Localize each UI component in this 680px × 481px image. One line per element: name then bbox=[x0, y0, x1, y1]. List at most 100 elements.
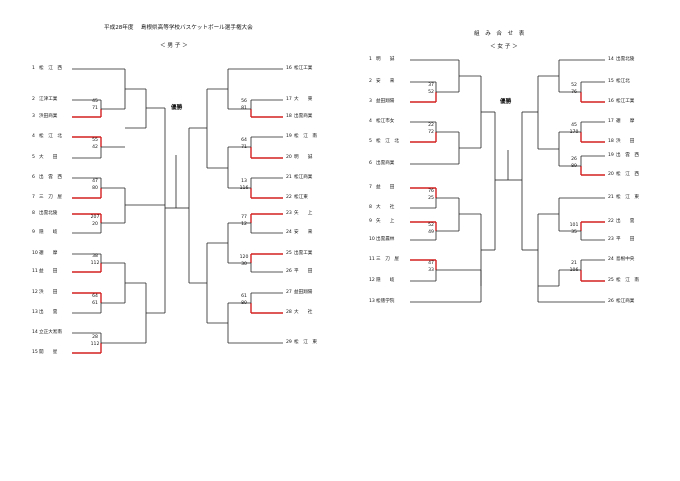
team-name: 三 刀 屋 bbox=[39, 195, 62, 200]
team-number: 13 bbox=[369, 299, 375, 304]
team-number: 25 bbox=[286, 251, 292, 256]
score: 71 bbox=[241, 145, 247, 150]
team-name: 松 江 北 bbox=[39, 134, 62, 139]
score: 49 bbox=[428, 230, 434, 235]
team-number: 23 bbox=[608, 237, 614, 242]
score: 13 bbox=[241, 179, 247, 184]
team-name: 江津工業 bbox=[39, 97, 58, 102]
team-number: 4 bbox=[369, 119, 372, 124]
score: 20 bbox=[92, 222, 98, 227]
score: 28 bbox=[92, 335, 98, 340]
score: 47 bbox=[428, 261, 434, 266]
team-name: 松徳学院 bbox=[376, 299, 395, 304]
team-name: 安 来 bbox=[376, 79, 395, 84]
team-number: 16 bbox=[608, 99, 614, 104]
team-number: 1 bbox=[369, 57, 372, 62]
team-name: 松 江 南 bbox=[294, 134, 317, 139]
team-name: 松江市女 bbox=[376, 119, 395, 124]
team-name: 出 雲 西 bbox=[39, 175, 62, 180]
score: 61 bbox=[241, 294, 247, 299]
score: 71 bbox=[92, 106, 98, 111]
team-number: 23 bbox=[286, 211, 292, 216]
team-name: 明 誠 bbox=[376, 57, 395, 62]
team-number: 2 bbox=[369, 79, 372, 84]
team-name: 出 雲 西 bbox=[616, 153, 639, 158]
team-name: 益田翔陽 bbox=[376, 99, 395, 104]
team-name: 松 江 南 bbox=[616, 278, 639, 283]
team-number: 2 bbox=[32, 97, 35, 102]
team-number: 3 bbox=[369, 99, 372, 104]
team-name: 松 江 東 bbox=[294, 340, 317, 345]
team-name: 邇 摩 bbox=[39, 251, 58, 256]
score: 101 bbox=[569, 223, 579, 228]
team-name: 松 江 東 bbox=[616, 195, 639, 200]
team-number: 12 bbox=[369, 278, 375, 283]
score: 77 bbox=[241, 215, 247, 220]
team-number: 6 bbox=[32, 175, 35, 180]
team-number: 18 bbox=[608, 139, 614, 144]
team-name: 出 雲 bbox=[39, 310, 58, 315]
team-number: 11 bbox=[369, 257, 375, 262]
score: 22 bbox=[428, 123, 434, 128]
score: 72 bbox=[428, 130, 434, 135]
team-name: 益 田 bbox=[39, 269, 58, 274]
team-name: 松 江 西 bbox=[616, 172, 639, 177]
team-name: 松江東 bbox=[294, 195, 308, 200]
team-name: 松江商業 bbox=[294, 175, 313, 180]
team-number: 26 bbox=[608, 299, 614, 304]
team-name: 出雲商業 bbox=[294, 114, 313, 119]
score: 30 bbox=[241, 262, 247, 267]
team-number: 26 bbox=[286, 269, 292, 274]
team-name: 平 田 bbox=[294, 269, 313, 274]
team-name: 益田翔陽 bbox=[294, 290, 313, 295]
score: 45 bbox=[571, 123, 577, 128]
score: 52 bbox=[428, 90, 434, 95]
team-number: 10 bbox=[32, 251, 38, 256]
team-number: 17 bbox=[286, 97, 292, 102]
score: 120 bbox=[239, 255, 249, 260]
score: 112 bbox=[90, 261, 100, 266]
team-number: 27 bbox=[286, 290, 292, 295]
team-number: 10 bbox=[369, 237, 375, 242]
team-name: 松江工業 bbox=[294, 66, 313, 71]
team-number: 21 bbox=[286, 175, 292, 180]
team-name: 大 社 bbox=[294, 310, 313, 315]
team-name: 出雲北陵 bbox=[39, 211, 58, 216]
team-number: 16 bbox=[286, 66, 292, 71]
bracket-table-title: 組 み 合 せ 表 bbox=[474, 31, 525, 37]
score: 80 bbox=[241, 301, 247, 306]
girls-heading: ＜ 女 子 ＞ bbox=[490, 44, 518, 50]
score: 64 bbox=[92, 294, 98, 299]
score: 61 bbox=[92, 301, 98, 306]
score: 52 bbox=[428, 223, 434, 228]
team-number: 7 bbox=[32, 195, 35, 200]
team-number: 14 bbox=[32, 330, 38, 335]
team-name: 開 星 bbox=[39, 350, 58, 355]
team-number: 20 bbox=[286, 155, 292, 160]
team-name: 隠 岐 bbox=[376, 278, 395, 283]
score: 35 bbox=[571, 230, 577, 235]
team-number: 17 bbox=[608, 119, 614, 124]
team-number: 5 bbox=[369, 139, 372, 144]
team-name: 松 江 北 bbox=[376, 139, 399, 144]
team-number: 4 bbox=[32, 134, 35, 139]
team-number: 28 bbox=[286, 310, 292, 315]
team-number: 22 bbox=[286, 195, 292, 200]
team-number: 15 bbox=[32, 350, 38, 355]
team-number: 24 bbox=[608, 257, 614, 262]
team-number: 19 bbox=[608, 153, 614, 158]
team-name: 松 江 西 bbox=[39, 66, 62, 71]
team-name: 出 雲 bbox=[616, 219, 635, 224]
score: 116 bbox=[239, 186, 249, 191]
team-number: 6 bbox=[369, 161, 372, 166]
team-name: 立正大淞南 bbox=[39, 330, 62, 335]
score: 207 bbox=[90, 215, 100, 220]
team-number: 22 bbox=[608, 219, 614, 224]
team-name: 浜田商業 bbox=[39, 114, 58, 119]
team-number: 29 bbox=[286, 340, 292, 345]
team-name: 浜 田 bbox=[39, 290, 58, 295]
score: 76 bbox=[571, 90, 577, 95]
score: 21 bbox=[571, 261, 577, 266]
